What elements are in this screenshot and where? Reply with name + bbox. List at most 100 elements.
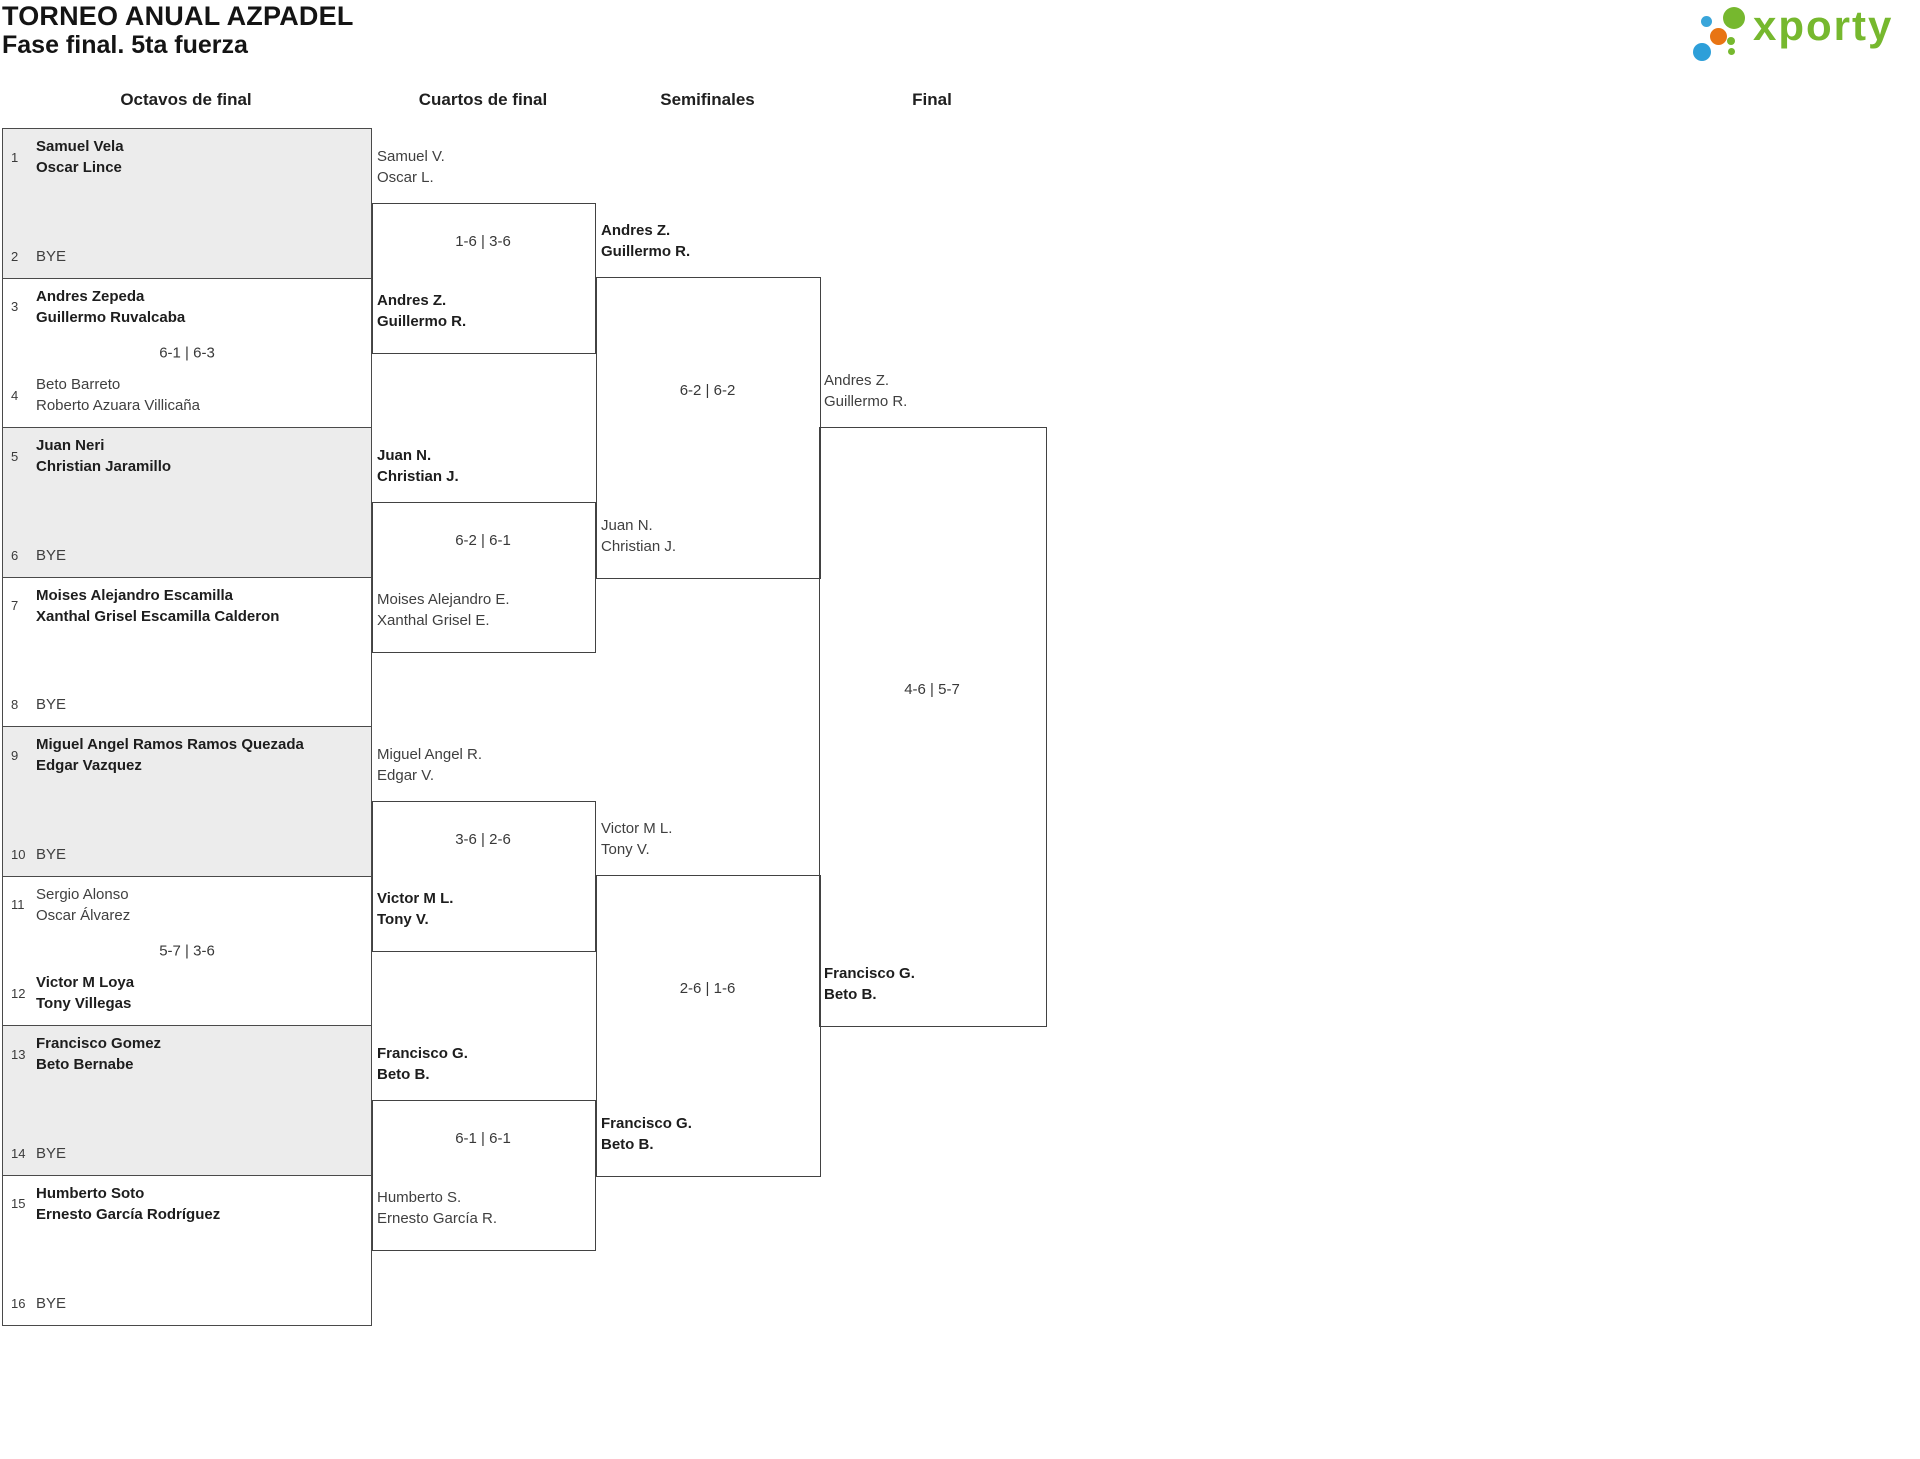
cuartos-match-4-box[interactable]: [372, 1100, 596, 1251]
bye-label: BYE: [36, 696, 67, 713]
round-header-final: Final: [912, 90, 952, 109]
seed-number: 14: [11, 1145, 26, 1161]
tournament-title: TORNEO ANUAL AZPADEL: [2, 1, 354, 31]
logo-dot-orange: [1710, 28, 1727, 45]
team-name: Andres Z. Guillermo R.: [377, 290, 466, 332]
player-name: Tony V.: [601, 841, 650, 858]
bye-label: BYE: [36, 247, 67, 265]
player-name: Guillermo Ruvalcaba: [36, 308, 186, 326]
player-name: Humberto S.: [377, 1189, 462, 1206]
player-name: Tony Villegas: [36, 995, 132, 1012]
player-name: Samuel V.: [377, 148, 445, 165]
logo-dot-tiny-green: [1728, 48, 1735, 55]
player-name: Beto Bernabe: [36, 1056, 134, 1073]
octavos-match-7[interactable]: 13 Francisco Gomez Beto Bernabe 14 BYE: [3, 1026, 371, 1176]
round-header-semifinales: Semifinales: [660, 90, 755, 109]
player-name: Moises Alejandro E.: [377, 591, 510, 608]
octavos-match-3[interactable]: 5 Juan Neri Christian Jaramillo 6 BYE: [3, 428, 371, 578]
logo-brand-text: xporty: [1753, 2, 1894, 49]
team-name: Andres Z. Guillermo R.: [601, 220, 690, 262]
team-name: BYE: [36, 545, 66, 566]
seed-number: 5: [11, 448, 19, 464]
semifinal-match-1-box[interactable]: [596, 277, 821, 579]
player-name: Juan N.: [377, 447, 432, 464]
logo-dot-small-green: [1727, 37, 1735, 45]
team-name: BYE: [36, 844, 66, 865]
player-name: Guillermo R.: [601, 243, 691, 260]
player-name: Xanthal Grisel E.: [377, 612, 490, 629]
player-name: Oscar Álvarez: [36, 906, 131, 924]
bye-label: BYE: [36, 546, 67, 564]
bye-label: BYE: [36, 845, 67, 863]
octavos-match-5[interactable]: 9 Miguel Angel Ramos Ramos Quezada Edgar…: [3, 727, 371, 877]
player-name: Ernesto García Rodríguez: [36, 1205, 221, 1223]
seed-number: 15: [11, 1196, 26, 1211]
match-score: 4-6 | 5-7: [904, 681, 960, 698]
player-name: Xanthal Grisel Escamilla Calderon: [36, 607, 280, 625]
player-name: Beto B.: [824, 986, 877, 1003]
player-name: Andres Z.: [377, 292, 447, 309]
player-name: Miguel Angel R.: [377, 746, 483, 763]
seed-number: 8: [11, 697, 19, 712]
seed-number: 7: [11, 598, 19, 613]
player-name: Beto Barreto: [36, 376, 121, 393]
match-score: 6-2 | 6-1: [455, 532, 511, 549]
player-name: Christian J.: [377, 468, 459, 485]
octavos-match-4[interactable]: 7 Moises Alejandro Escamilla Xanthal Gri…: [3, 577, 371, 727]
team-name: Miguel Angel Ramos Ramos Quezada Edgar V…: [36, 734, 304, 776]
octavos-match-8[interactable]: 15 Humberto Soto Ernesto García Rodrígue…: [3, 1175, 371, 1325]
player-name: Samuel Vela: [36, 138, 124, 155]
octavos-match-6[interactable]: 11 Sergio Alonso Oscar Álvarez 5-7 | 3-6…: [3, 876, 371, 1026]
player-name: Oscar Lince: [36, 159, 122, 176]
seed-number: 16: [11, 1296, 26, 1311]
player-name: Christian J.: [601, 538, 677, 555]
team-name: Andres Zepeda Guillermo Ruvalcaba: [36, 286, 185, 328]
team-name: Francisco G. Beto B.: [377, 1043, 468, 1085]
seed-number: 1: [11, 149, 19, 165]
bye-label: BYE: [36, 1295, 67, 1312]
player-name: Victor M L.: [377, 890, 454, 907]
team-name: Sergio Alonso Oscar Álvarez: [36, 884, 130, 926]
player-name: Beto B.: [377, 1066, 430, 1083]
player-name: Sergio Alonso: [36, 885, 129, 903]
player-name: Christian Jaramillo: [36, 458, 172, 475]
team-name: Victor M L. Tony V.: [601, 818, 672, 860]
player-name: Oscar L.: [377, 169, 434, 186]
seed-number: 3: [11, 299, 19, 314]
match-score: 6-1 | 6-1: [455, 1130, 511, 1147]
team-name: Humberto Soto Ernesto García Rodríguez: [36, 1183, 220, 1225]
match-score: 1-6 | 3-6: [455, 233, 511, 250]
team-name: Francisco G. Beto B.: [601, 1113, 692, 1155]
cuartos-match-2-box[interactable]: [372, 502, 596, 653]
seed-number: 9: [11, 747, 19, 763]
cuartos-match-3-box[interactable]: [372, 801, 596, 952]
team-name: BYE: [36, 1143, 66, 1164]
team-name: Moises Alejandro E. Xanthal Grisel E.: [377, 589, 510, 631]
octavos-match-1[interactable]: 1 Samuel Vela Oscar Lince 2 BYE: [3, 129, 371, 279]
team-name: Moises Alejandro Escamilla Xanthal Grise…: [36, 585, 279, 627]
seed-number: 6: [11, 547, 19, 563]
player-name: Juan N.: [601, 517, 653, 534]
octavos-column: 1 Samuel Vela Oscar Lince 2 BYE 3 Andres…: [2, 128, 372, 1326]
team-name: Miguel Angel R. Edgar V.: [377, 744, 482, 786]
player-name: Francisco Gomez: [36, 1035, 162, 1052]
seed-number: 13: [11, 1046, 26, 1062]
team-name: Juan N. Christian J.: [377, 445, 459, 487]
player-name: Andres Z.: [601, 222, 671, 239]
bye-label: BYE: [36, 1144, 67, 1162]
round-header-octavos: Octavos de final: [120, 90, 252, 109]
seed-number: 10: [11, 846, 26, 862]
seed-number: 11: [11, 897, 25, 912]
team-name: BYE: [36, 694, 66, 715]
team-name: Samuel V. Oscar L.: [377, 146, 445, 188]
octavos-match-2[interactable]: 3 Andres Zepeda Guillermo Ruvalcaba 6-1 …: [3, 278, 371, 428]
team-name: Francisco Gomez Beto Bernabe: [36, 1033, 161, 1075]
team-name: Juan Neri Christian Jaramillo: [36, 435, 171, 477]
team-name: Juan N. Christian J.: [601, 515, 676, 557]
player-name: Edgar V.: [377, 767, 434, 784]
player-name: Miguel Angel Ramos Ramos Quezada: [36, 736, 304, 753]
player-name: Francisco G.: [601, 1115, 692, 1132]
player-name: Guillermo R.: [377, 313, 467, 330]
cuartos-match-1-box[interactable]: [372, 203, 596, 354]
final-match-box[interactable]: [819, 427, 1047, 1027]
